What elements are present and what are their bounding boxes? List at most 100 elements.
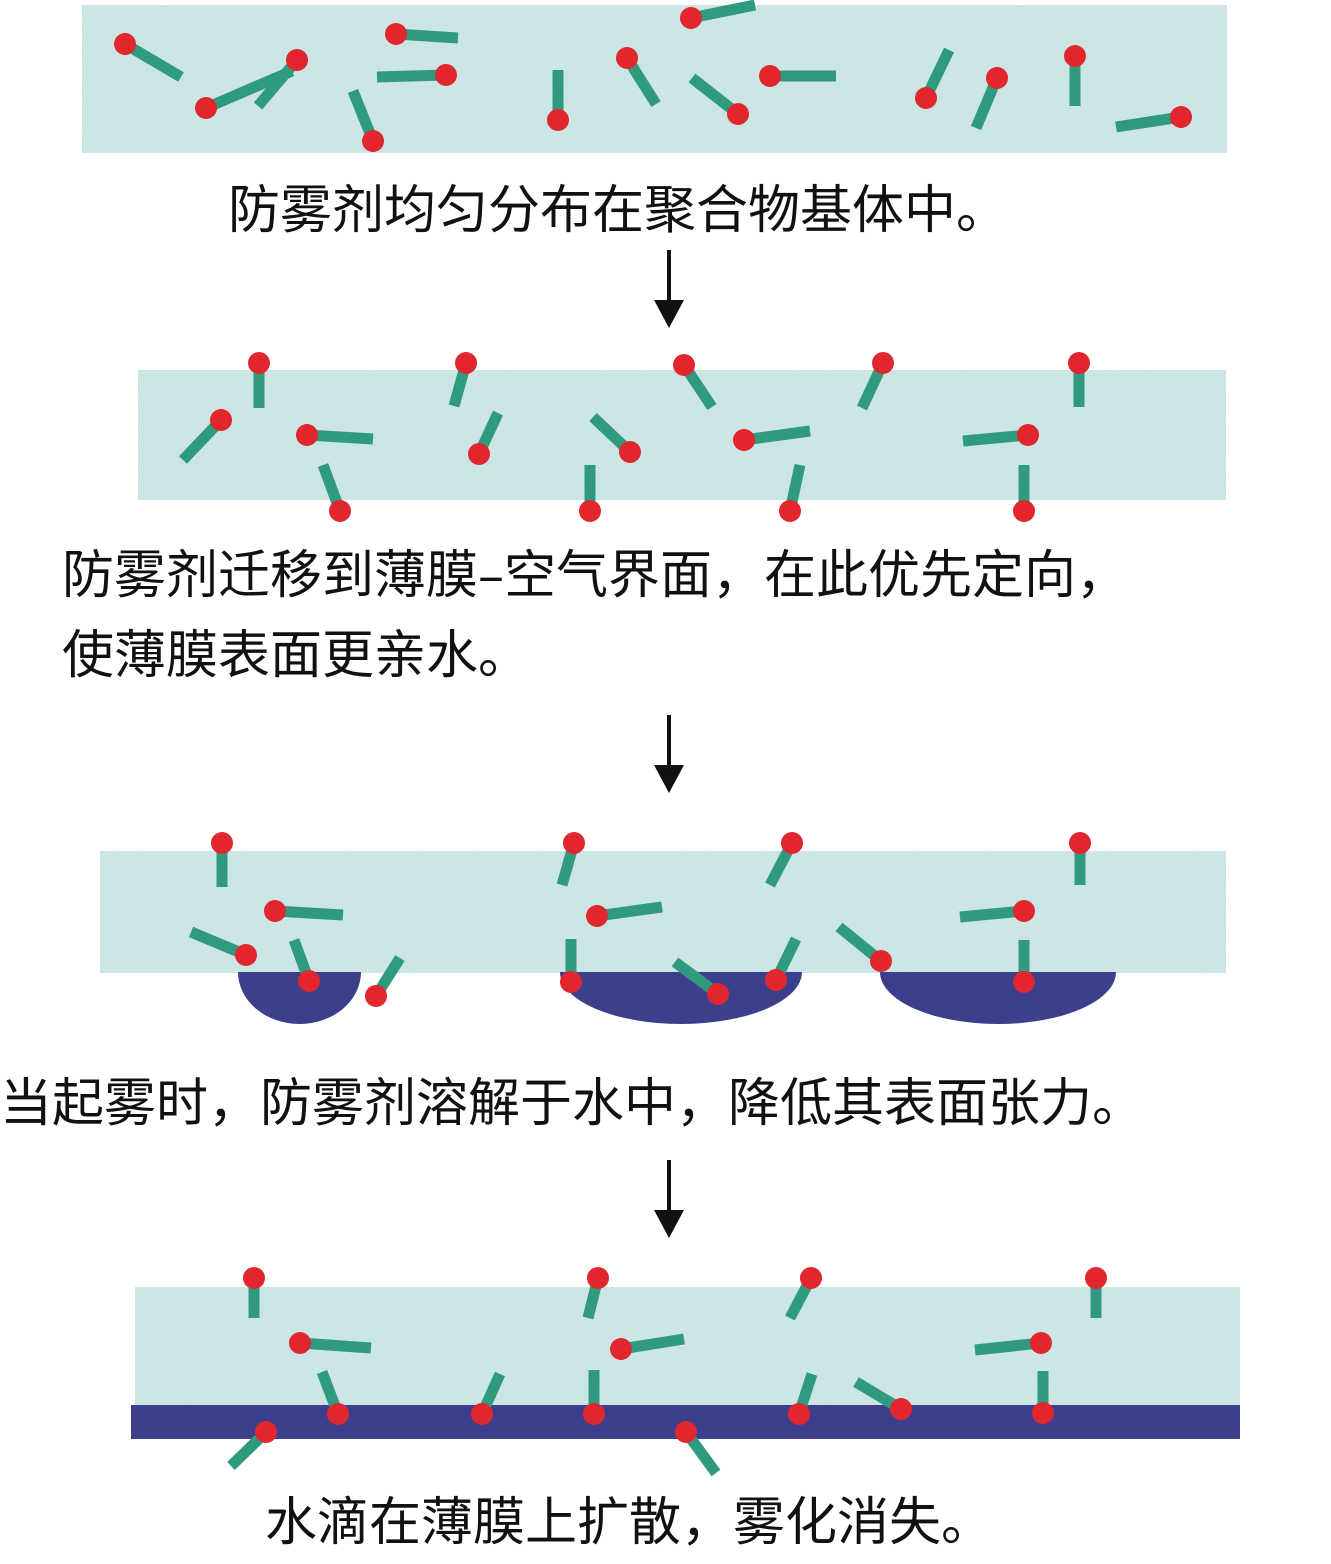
- surfactant-molecule-icon: [1115, 106, 1192, 133]
- hydrophilic-head: [619, 441, 641, 463]
- hydrophilic-head: [870, 950, 892, 972]
- hydrophilic-head: [1017, 424, 1039, 446]
- surfactant-molecule-icon: [610, 1333, 685, 1360]
- hydrophilic-head: [1064, 45, 1086, 67]
- hydrophilic-head: [680, 7, 702, 29]
- hydrophilic-head: [781, 832, 803, 854]
- surfactant-molecule-icon: [289, 1332, 372, 1354]
- hydrophilic-head: [365, 985, 387, 1007]
- surfactant-molecule-icon: [188, 926, 257, 966]
- surfactant-molecule-icon: [264, 900, 344, 922]
- surfactant-molecule-icon: [974, 1332, 1052, 1356]
- hydrophilic-head: [779, 500, 801, 522]
- surfactant-molecule-icon: [253, 49, 308, 110]
- surfactant-molecule-icon: [288, 938, 320, 992]
- hydrophilic-head: [1085, 1267, 1107, 1289]
- surfactant-molecule-icon: [579, 465, 601, 522]
- hydrophilic-head: [563, 832, 585, 854]
- surfactant-molecule-icon: [471, 1371, 506, 1425]
- hydrophilic-head: [1013, 971, 1035, 993]
- surfactant-molecule-icon: [385, 23, 459, 45]
- hydrophilic-head: [455, 352, 477, 374]
- hydrophilic-head: [1032, 1402, 1054, 1424]
- surfactant-molecule-icon: [227, 1421, 277, 1470]
- polymer-film: [135, 1287, 1240, 1427]
- hydrophilic-head: [362, 130, 384, 152]
- hydrophilic-head: [1013, 500, 1035, 522]
- hydrophobic-tail: [376, 69, 447, 83]
- hydrophilic-head: [579, 500, 601, 522]
- surfactant-molecule-icon: [733, 425, 811, 451]
- hydrophilic-head: [707, 983, 729, 1005]
- surfactant-molecule-icon: [959, 900, 1035, 923]
- surfactant-molecule-icon: [583, 1370, 605, 1425]
- caption-stage-1: 防雾剂均匀分布在聚合物基体中。: [228, 181, 1009, 241]
- surfactant-molecule-icon: [248, 352, 270, 408]
- hydrophilic-head: [264, 900, 286, 922]
- surfactant-molecule-icon: [211, 832, 233, 887]
- hydrophilic-head: [296, 424, 318, 446]
- surfactant-molecule-icon: [785, 1267, 822, 1321]
- surfactant-molecule-icon: [857, 352, 894, 411]
- hydrophilic-head: [560, 971, 582, 993]
- surfactant-molecule-icon: [586, 901, 663, 927]
- hydrophilic-head: [1013, 900, 1035, 922]
- hydrophilic-head: [800, 1267, 822, 1289]
- surfactant-molecule-icon: [779, 463, 806, 522]
- surfactant-molecule-icon: [243, 1267, 265, 1318]
- surfactant-molecule-icon: [835, 922, 892, 972]
- surfactant-molecule-icon: [114, 33, 184, 82]
- hydrophilic-head: [765, 969, 787, 991]
- hydrophilic-head: [616, 47, 638, 69]
- hydrophilic-head: [329, 500, 351, 522]
- hydrophobic-tail: [974, 1337, 1042, 1356]
- surfactant-molecule-icon: [317, 463, 351, 522]
- hydrophilic-head: [471, 1403, 493, 1425]
- surfactant-molecule-icon: [365, 955, 405, 1007]
- hydrophilic-head: [468, 443, 490, 465]
- hydrophilic-head: [587, 1267, 609, 1289]
- hydrophilic-head: [986, 67, 1008, 89]
- hydrophobic-tail: [274, 905, 344, 921]
- hydrophilic-head: [243, 1267, 265, 1289]
- down-arrow-icon: [654, 715, 684, 795]
- caption-stage-3: 当起雾时，防雾剂溶解于水中，降低其表面张力。: [0, 1074, 1145, 1134]
- hydrophilic-head: [759, 65, 781, 87]
- surfactant-molecule-icon: [688, 73, 749, 125]
- surfactant-molecule-icon: [759, 65, 836, 87]
- hydrophilic-head: [727, 103, 749, 125]
- surfactant-molecule-icon: [788, 1372, 818, 1425]
- surfactant-molecule-icon: [468, 410, 503, 465]
- hydrophilic-head: [673, 354, 695, 376]
- surfactant-molecule-icon: [589, 413, 641, 463]
- hydrophilic-head: [210, 409, 232, 431]
- surfactant-molecule-icon: [962, 424, 1039, 447]
- surfactant-molecule-icon: [765, 832, 803, 888]
- surfactant-molecule-icon: [970, 67, 1008, 131]
- surfactant-molecule-icon: [582, 1267, 609, 1320]
- surfactant-molecule-icon: [680, 0, 757, 29]
- hydrophobic-tail: [299, 1337, 372, 1354]
- hydrophilic-head: [195, 97, 217, 119]
- hydrophobic-tail: [743, 425, 811, 446]
- hydrophilic-head: [235, 944, 257, 966]
- surfactant-molecule-icon: [347, 88, 384, 152]
- hydrophilic-head: [114, 33, 136, 55]
- hydrophilic-head: [675, 1421, 697, 1443]
- water-droplet-icon: [560, 972, 802, 1024]
- hydrophilic-head: [385, 23, 407, 45]
- hydrophilic-head: [788, 1403, 810, 1425]
- hydrophilic-head: [1068, 352, 1090, 374]
- hydrophilic-head: [255, 1421, 277, 1443]
- surfactant-molecule-icon: [1068, 352, 1090, 407]
- surfactant-molecule-icon: [915, 47, 954, 109]
- water-droplet-icon: [238, 972, 361, 1024]
- hydrophilic-head: [733, 429, 755, 451]
- surfactant-molecule-icon: [616, 47, 661, 107]
- surfactant-molecule-icon: [1013, 465, 1035, 522]
- hydrophilic-head: [211, 832, 233, 854]
- caption-stage-2-line-2: 使薄膜表面更亲水。: [62, 626, 531, 686]
- surfactant-molecule-icon: [1064, 45, 1086, 106]
- hydrophilic-head: [286, 49, 308, 71]
- hydrophilic-head: [1069, 832, 1091, 854]
